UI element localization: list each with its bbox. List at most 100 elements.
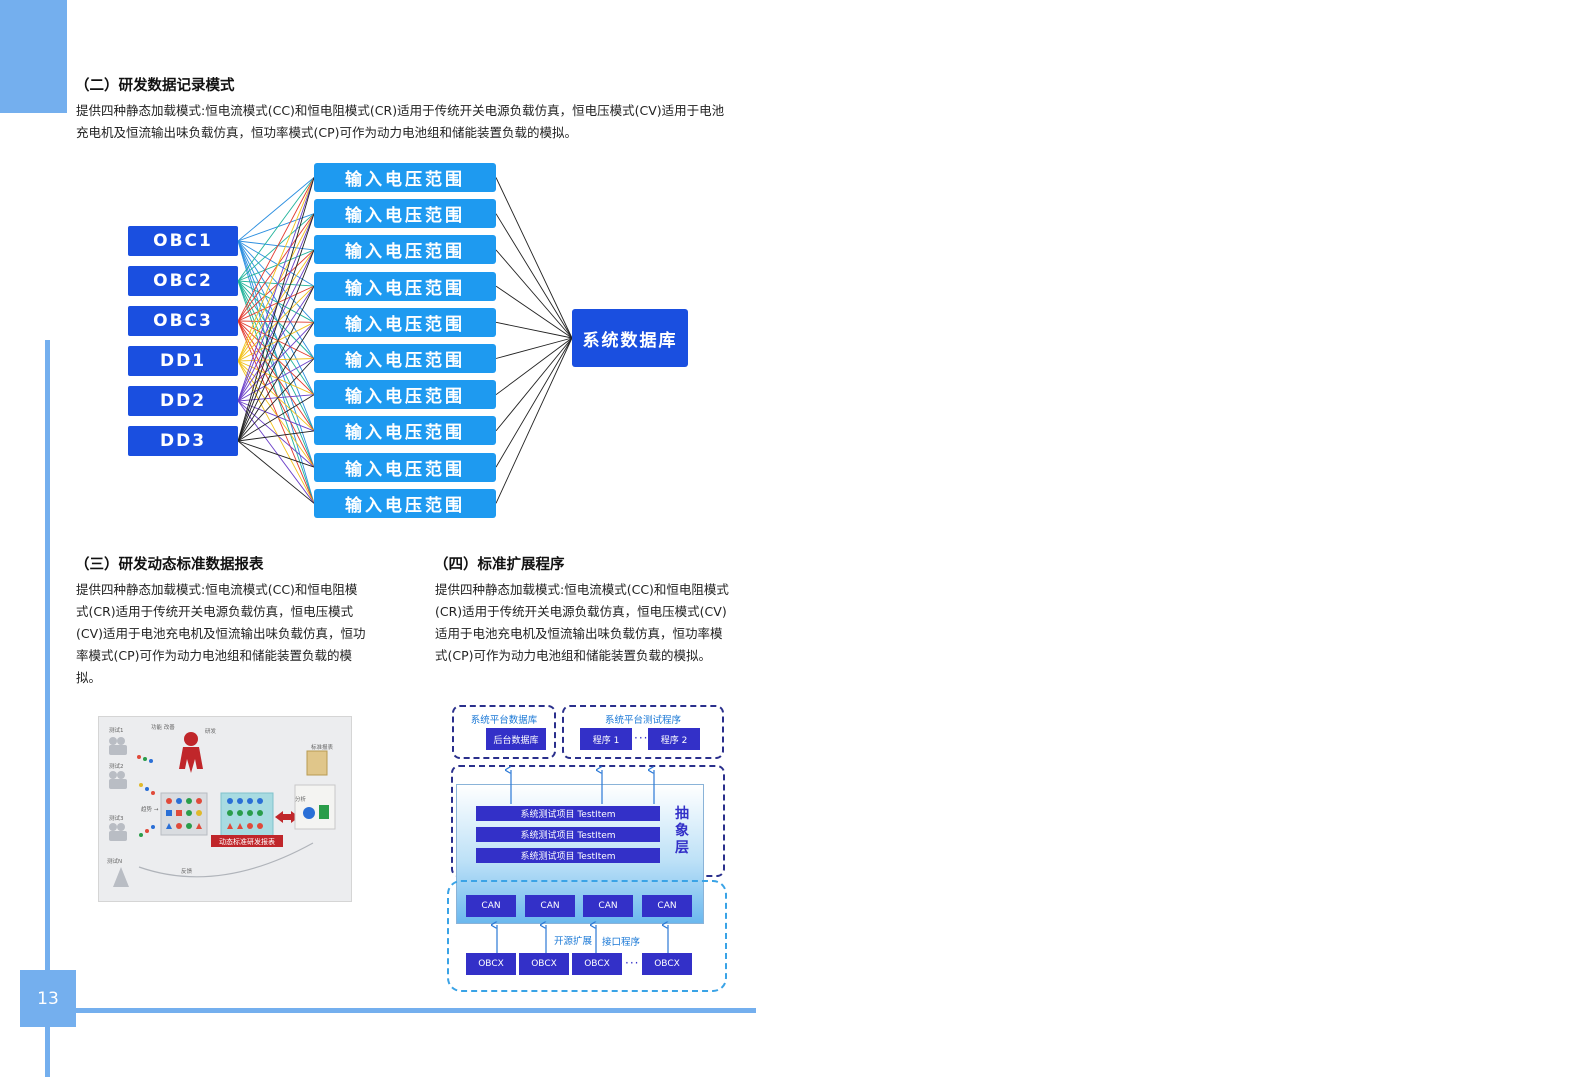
range-database-link	[495, 337, 573, 432]
source-range-link	[237, 285, 315, 362]
source-range-link	[237, 320, 315, 323]
source-range-link	[237, 360, 315, 504]
obcx-ellipsis: ···	[625, 956, 640, 970]
voltage-range-box-10: 输入电压范围	[314, 489, 496, 518]
svg-text:功能 改善: 功能 改善	[151, 723, 175, 731]
source-range-link	[237, 320, 315, 359]
source-range-link	[237, 358, 315, 402]
source-range-link	[237, 177, 315, 362]
source-range-link	[237, 358, 315, 362]
section2-heading: （二）研发数据记录模式	[75, 78, 235, 94]
bottom-horizontal-rule	[76, 1008, 756, 1013]
section3-heading: （三）研发动态标准数据报表	[75, 557, 264, 573]
source-range-link	[237, 285, 315, 402]
section4-heading: （四）标准扩展程序	[434, 557, 565, 573]
source-box-dd2: DD2	[128, 386, 238, 416]
can-box-3: CAN	[583, 895, 633, 917]
source-box-obc1: OBC1	[128, 226, 238, 256]
source-range-link	[237, 285, 315, 322]
source-range-link	[237, 280, 315, 432]
source-range-link	[237, 240, 315, 432]
source-box-obc3: OBC3	[128, 306, 238, 336]
source-range-link	[237, 213, 315, 402]
range-database-link	[495, 249, 573, 339]
abstraction-group	[451, 765, 725, 877]
test-item-box-1: 系统测试项目 TestItem	[476, 806, 660, 821]
source-range-link	[237, 280, 315, 359]
source-range-link	[237, 358, 315, 442]
abstraction-layer-label: 抽象层	[675, 806, 689, 856]
source-range-link	[237, 320, 315, 468]
source-range-link	[237, 320, 315, 504]
svg-text:研发: 研发	[205, 727, 217, 735]
source-range-link	[237, 360, 315, 432]
source-range-link	[237, 249, 315, 282]
source-range-link	[237, 322, 315, 442]
source-range-link	[237, 280, 315, 323]
range-database-link	[495, 337, 573, 396]
voltage-range-box-2: 输入电压范围	[314, 199, 496, 228]
platform-db-label: 系统平台数据库	[470, 715, 538, 726]
platform-db-group	[452, 705, 556, 759]
obcx-box-1: OBCX	[466, 953, 516, 975]
source-box-dd1: DD1	[128, 346, 238, 376]
section4-text: 提供四种静态加载模式:恒电流模式(CC)和恒电阻模式(CR)适用于传统开关电源负…	[435, 582, 729, 663]
source-range-link	[237, 240, 315, 287]
svg-text:测试N: 测试N	[107, 857, 122, 865]
test-item-box-2: 系统测试项目 TestItem	[476, 827, 660, 842]
source-range-link	[237, 240, 315, 395]
source-range-link	[237, 213, 315, 282]
program-ellipsis: ···	[634, 731, 649, 745]
source-range-link	[237, 240, 315, 359]
source-range-link	[237, 320, 315, 396]
source-range-link	[237, 321, 315, 402]
abstraction-panel	[456, 784, 704, 924]
source-range-link	[237, 360, 315, 396]
svg-text:标准报表: 标准报表	[311, 743, 334, 751]
svg-text:测试1: 测试1	[109, 726, 124, 734]
source-range-link	[237, 400, 315, 504]
voltage-range-box-5: 输入电压范围	[314, 308, 496, 337]
source-range-link	[237, 394, 315, 402]
range-database-link	[495, 337, 573, 359]
hardware-group	[447, 880, 727, 992]
voltage-range-box-4: 输入电压范围	[314, 272, 496, 301]
source-range-link	[237, 177, 315, 242]
range-database-link	[495, 337, 573, 468]
source-range-link	[237, 249, 315, 362]
platform-test-label: 系统平台测试程序	[604, 715, 681, 726]
source-range-link	[237, 280, 315, 287]
source-range-link	[237, 394, 315, 442]
network-lines	[237, 177, 573, 504]
svg-text:测试2: 测试2	[109, 762, 124, 770]
svg-text:测试3: 测试3	[109, 814, 124, 822]
source-range-link	[237, 240, 315, 323]
program-1-box: 程序 1	[580, 728, 632, 750]
voltage-range-box-1: 输入电压范围	[314, 163, 496, 192]
section3-text: 提供四种静态加载模式:恒电流模式(CC)和恒电阻模式(CR)适用于传统开关电源负…	[76, 582, 366, 685]
page-number: 13	[20, 970, 76, 1027]
voltage-range-box-8: 输入电压范围	[314, 416, 496, 445]
can-box-4: CAN	[642, 895, 692, 917]
source-range-link	[237, 177, 315, 402]
svg-text:趋势 →: 趋势 →	[141, 805, 159, 813]
source-range-link	[237, 285, 315, 442]
source-range-link	[237, 249, 315, 322]
source-range-link	[237, 213, 315, 242]
source-range-link	[237, 240, 315, 504]
source-box-dd3: DD3	[128, 426, 238, 456]
source-box-obc2: OBC2	[128, 266, 238, 296]
section2-text: 提供四种静态加载模式:恒电流模式(CC)和恒电阻模式(CR)适用于传统开关电源负…	[76, 103, 725, 140]
source-range-link	[237, 177, 315, 322]
report-figure-illustration: 测试1 测试2 测试3 测试N 功能 改善 研发 趋势 → 标准报表 分析 反馈…	[99, 717, 351, 901]
source-range-link	[237, 249, 315, 402]
left-vertical-rule	[45, 340, 50, 1077]
report-figure: 测试1 测试2 测试3 测试N 功能 改善 研发 趋势 → 标准报表 分析 反馈…	[98, 716, 352, 902]
test-item-box-3: 系统测试项目 TestItem	[476, 848, 660, 863]
source-range-link	[237, 430, 315, 442]
source-range-link	[237, 177, 315, 442]
voltage-range-box-6: 输入电压范围	[314, 344, 496, 373]
voltage-range-box-7: 输入电压范围	[314, 380, 496, 409]
source-range-link	[237, 213, 315, 362]
